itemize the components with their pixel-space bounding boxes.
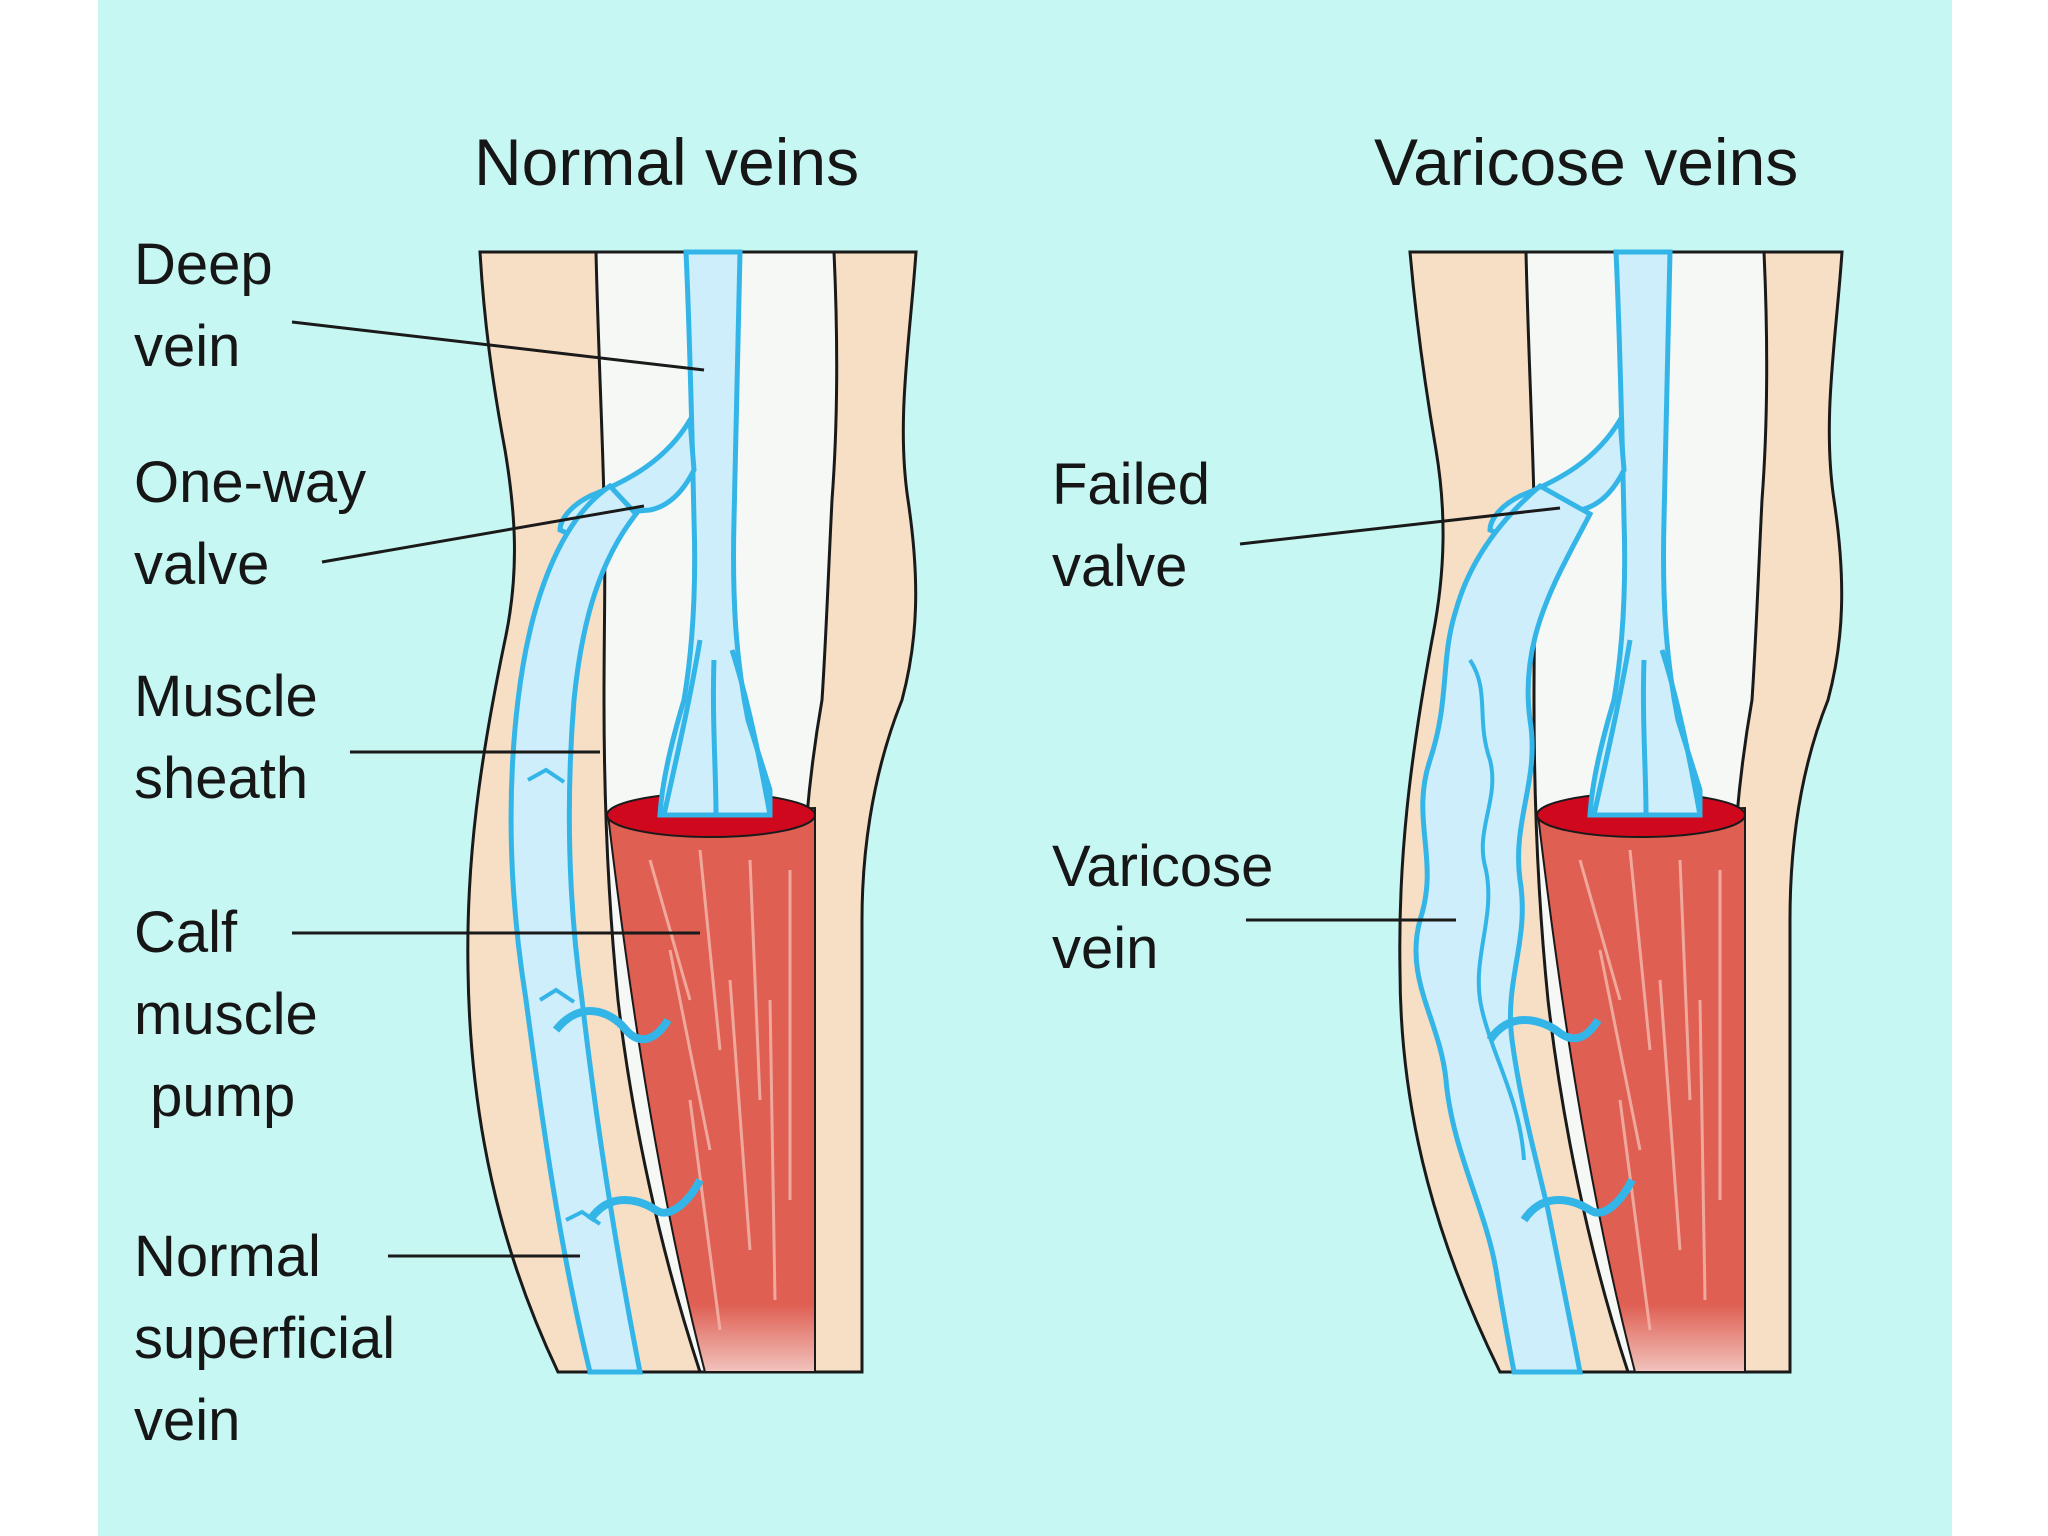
label-varicose-vein-line1: Varicose xyxy=(1052,834,1274,899)
label-normal-superficial-vein-line1: Normal xyxy=(134,1224,321,1289)
varicose-leg xyxy=(1398,249,1844,1375)
leader-deep-vein xyxy=(291,320,705,372)
label-one-way-valve-line1: One-way xyxy=(134,450,367,515)
normal-calf-muscle xyxy=(606,806,816,1373)
leader-failed-valve xyxy=(1239,506,1561,546)
varicose-veins-title: Varicose veins xyxy=(1374,125,1799,199)
label-calf-muscle-pump-line1: Calf xyxy=(134,900,238,965)
label-varicose-vein-line2: vein xyxy=(1052,916,1159,981)
label-muscle-sheath-line2: sheath xyxy=(134,746,309,811)
label-one-way-valve-line2: valve xyxy=(134,532,270,597)
label-muscle-sheath-line1: Muscle xyxy=(134,664,318,729)
normal-leg xyxy=(466,249,918,1375)
label-normal-superficial-vein-line2: superficial xyxy=(134,1306,396,1371)
label-deep-vein-line2: vein xyxy=(134,314,241,379)
label-calf-muscle-pump-line3: pump xyxy=(134,1064,296,1129)
varicose-superficial-vein xyxy=(1413,482,1594,1375)
leader-lines xyxy=(291,320,1561,1258)
label-failed-valve-line2: valve xyxy=(1052,534,1188,599)
leader-one-way-valve xyxy=(321,504,645,564)
label-calf-muscle-pump-line2: muscle xyxy=(134,982,318,1047)
label-normal-superficial-vein-line3: vein xyxy=(134,1388,241,1453)
label-failed-valve-line1: Failed xyxy=(1052,452,1210,517)
varicose-calf-muscle xyxy=(1536,806,1746,1373)
normal-veins-title: Normal veins xyxy=(474,125,860,199)
normal-superficial-vein xyxy=(508,482,644,1375)
label-deep-vein-line1: Deep xyxy=(134,232,273,297)
